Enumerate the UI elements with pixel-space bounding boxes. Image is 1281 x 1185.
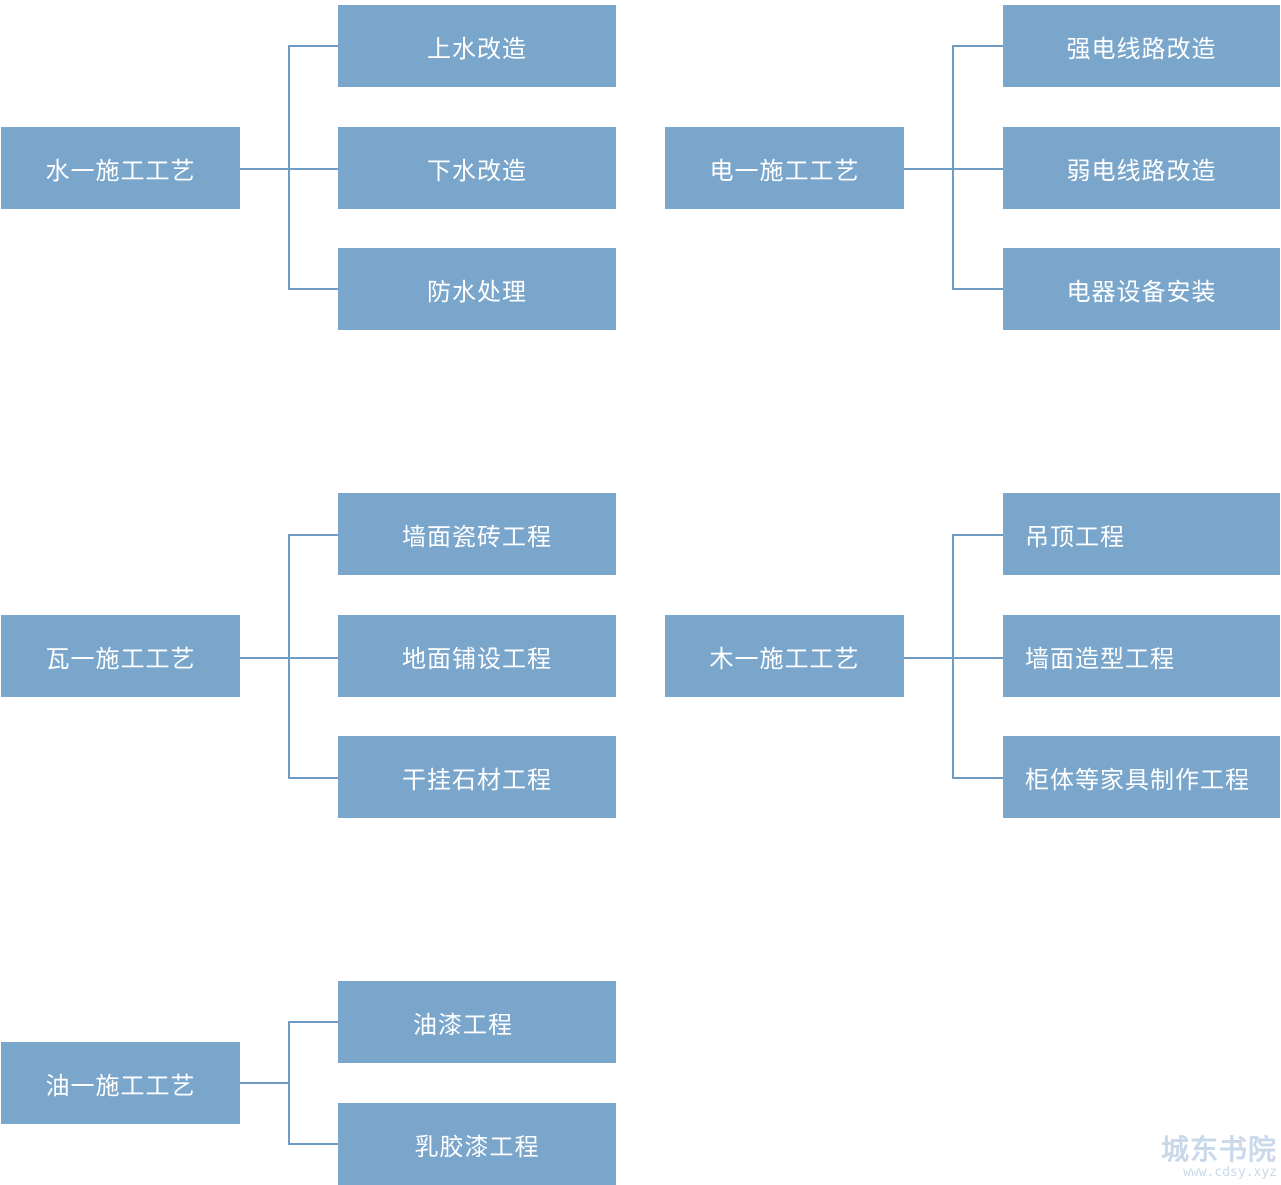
root-node-tile: 瓦一施工工艺 (1, 615, 240, 697)
connector-line (288, 45, 338, 47)
connector-line (240, 1082, 289, 1084)
child-node: 强电线路改造 (1003, 5, 1280, 87)
watermark-title: 城东书院 (1160, 1133, 1277, 1166)
connector-line (952, 45, 954, 289)
root-node-electric: 电一施工工艺 (665, 127, 904, 209)
connector-line (952, 288, 1003, 290)
watermark-url: www.cdsy.xyz (1183, 1165, 1277, 1180)
connector-line (288, 1143, 338, 1145)
child-node: 乳胶漆工程 (338, 1103, 616, 1185)
connector-line (288, 534, 338, 536)
child-node: 油漆工程 (338, 981, 616, 1063)
child-node: 地面铺设工程 (338, 615, 616, 697)
child-node: 墙面造型工程 (1003, 615, 1280, 697)
connector-line (288, 534, 290, 778)
connector-line (288, 657, 338, 659)
child-node: 弱电线路改造 (1003, 127, 1280, 209)
connector-line (952, 45, 1003, 47)
child-node: 防水处理 (338, 248, 616, 330)
connector-line (288, 777, 338, 779)
connector-line (952, 534, 1003, 536)
connector-line (952, 534, 954, 778)
child-node: 墙面瓷砖工程 (338, 493, 616, 575)
child-node: 下水改造 (338, 127, 616, 209)
child-node: 电器设备安装 (1003, 248, 1280, 330)
child-node: 吊顶工程 (1003, 493, 1280, 575)
connector-line (288, 1021, 290, 1144)
root-node-water: 水一施工工艺 (1, 127, 240, 209)
child-node: 上水改造 (338, 5, 616, 87)
connector-line (288, 288, 338, 290)
connector-line (904, 657, 953, 659)
connector-line (288, 1021, 338, 1023)
root-node-wood: 木一施工工艺 (665, 615, 904, 697)
connector-line (952, 168, 1003, 170)
connector-line (240, 168, 289, 170)
connector-line (240, 657, 289, 659)
child-node: 干挂石材工程 (338, 736, 616, 818)
watermark: 城东书院 www.cdsy.xyz (1160, 1133, 1277, 1180)
root-node-paint: 油一施工工艺 (1, 1042, 240, 1124)
connector-line (288, 45, 290, 289)
connector-line (904, 168, 953, 170)
connector-line (952, 657, 1003, 659)
child-node: 柜体等家具制作工程 (1003, 736, 1280, 818)
connector-line (952, 777, 1003, 779)
connector-line (288, 168, 338, 170)
